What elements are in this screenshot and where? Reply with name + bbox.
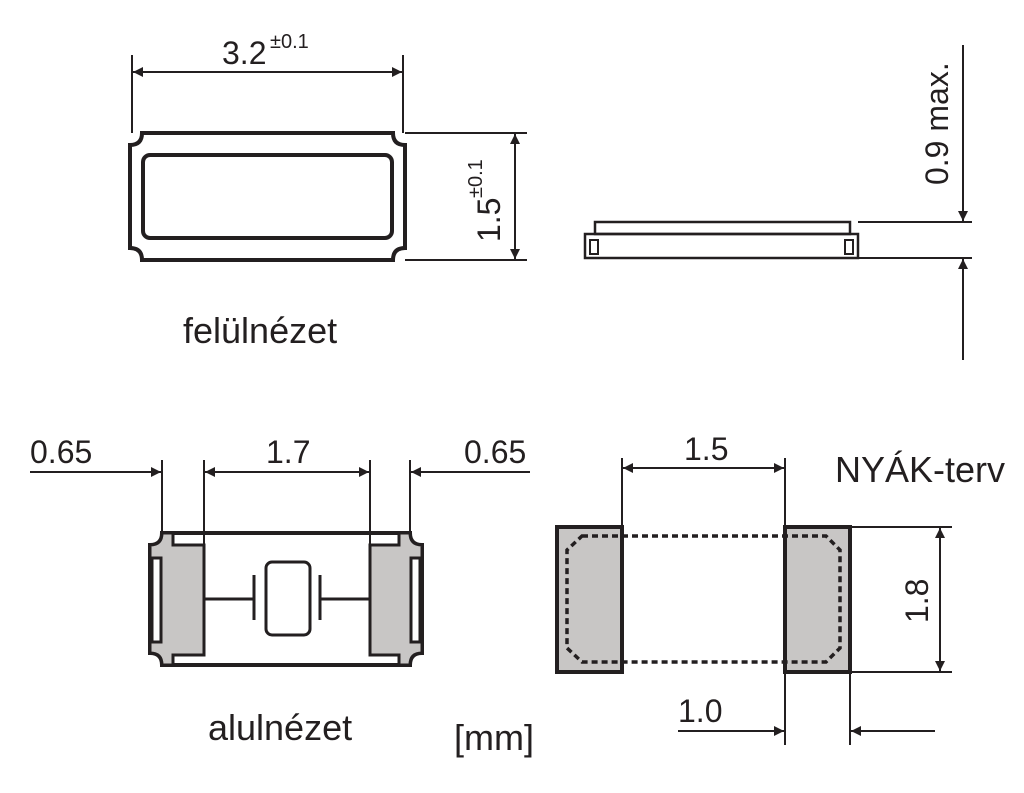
side-view-pad <box>844 239 854 255</box>
bottom-view: 0.65 1.7 0.65 alulnézet <box>30 434 530 748</box>
pcb-pad-width-label: 1.0 <box>678 693 722 729</box>
bottom-right-pad <box>368 531 424 667</box>
top-view: 3.2 ±0.1 1.5 ±0.1 felülnézet <box>128 31 527 351</box>
side-view-pad <box>589 239 599 255</box>
pcb-title: NYÁK-terv <box>835 449 1005 490</box>
left-terminal-slot <box>150 556 163 644</box>
right-pad-label: 0.65 <box>464 434 526 470</box>
side-view: 0.9 max. <box>583 45 972 360</box>
pad-gap-label: 1.7 <box>266 434 310 470</box>
height-label: 1.5 <box>471 198 507 242</box>
right-terminal-slot <box>409 556 422 644</box>
top-view-body <box>128 131 407 262</box>
pcb-layout: 1.5 NYÁK-terv 1.8 1.0 <box>555 431 1005 745</box>
pcb-gap-label: 1.5 <box>684 431 728 467</box>
left-pad-label: 0.65 <box>30 434 92 470</box>
crystal-symbol-icon <box>204 560 370 637</box>
bottom-view-caption: alulnézet <box>208 707 352 748</box>
side-view-base <box>583 232 860 260</box>
component-outline <box>565 534 842 664</box>
pcb-height-label: 1.8 <box>899 579 935 623</box>
width-label: 3.2 <box>222 35 266 71</box>
side-view-lid <box>593 220 852 236</box>
top-view-lid <box>141 153 394 240</box>
top-view-caption: felülnézet <box>183 310 337 351</box>
width-tolerance: ±0.1 <box>270 31 309 53</box>
height-tolerance: ±0.1 <box>465 159 487 198</box>
units-label: [mm] <box>454 717 534 758</box>
thickness-label: 0.9 max. <box>919 62 955 185</box>
bottom-left-pad <box>148 531 206 667</box>
